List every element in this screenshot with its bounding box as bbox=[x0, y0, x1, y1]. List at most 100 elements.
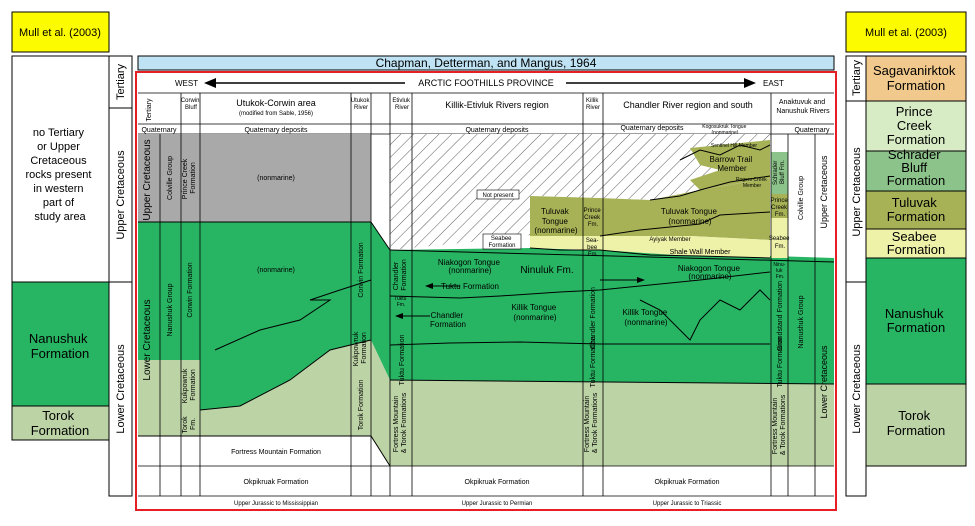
corwin-formation-utukok: Corwin Formation bbox=[358, 242, 365, 297]
gray-upper-cretaceous-fill bbox=[138, 134, 371, 222]
main-red-border bbox=[135, 71, 837, 511]
nanushuk-anaktuvuk: Nanushuk Group bbox=[798, 295, 805, 348]
barrow-trail: Barrow Trail Member bbox=[710, 155, 755, 173]
right-nanushuk-box bbox=[865, 257, 967, 385]
right-seabee-text: Seabee Formation bbox=[887, 229, 946, 257]
hdr-utukok-area: Utukok-Corwin area bbox=[236, 98, 316, 108]
quat-deposits-1: Quaternary deposits bbox=[244, 127, 308, 134]
lower-cret-anaktuvuk: Lower Cretaceous bbox=[819, 345, 829, 419]
formation-fills bbox=[138, 134, 834, 466]
right-badge-box bbox=[845, 11, 967, 53]
west-label: WEST bbox=[175, 79, 198, 88]
tuktu-killik: Tuktu Formation bbox=[590, 337, 597, 388]
right-age-upper: Upper Cretaceous bbox=[851, 147, 863, 237]
left-torok-box bbox=[11, 405, 110, 441]
horizontal-labels: (nonmarine) (nonmarine) Not present Seab… bbox=[231, 143, 768, 507]
sentinel-hill: Sentinel Hill Member bbox=[711, 143, 757, 149]
province-label: ARCTIC FOOTHILLS PROVINCE bbox=[418, 78, 554, 88]
hdr-killik-region: Killik-Etivluk Rivers region bbox=[445, 100, 549, 110]
right-schrader-box bbox=[865, 150, 967, 192]
hdr-corwin-bluff: Corwin Bluff bbox=[181, 98, 201, 111]
kogosukruk-label: Kogosukruk Tongue (nonmarine) bbox=[702, 124, 748, 136]
rogers-creek: Rogers Creek Member bbox=[736, 177, 768, 189]
corwin-formation: Corwin Formation bbox=[187, 262, 194, 317]
niakogon-east: Niakogon Tongue (nonmarine) bbox=[678, 264, 742, 281]
fortress-torok-anaktuvuk: Fortress Mountain & Torok Formations bbox=[772, 394, 787, 455]
right-seabee-box bbox=[865, 228, 967, 259]
base-east: Upper Jurassic to Triassic bbox=[653, 501, 722, 507]
fortress-mountain-label: Fortress Mountain Formation bbox=[231, 449, 321, 456]
right-nanushuk-text: Nanushuk Formation bbox=[885, 306, 947, 335]
hdr-utukok-modified: (modified from Sable, 1956) bbox=[239, 111, 313, 117]
hdr-killik-river: Killik River bbox=[586, 98, 600, 111]
right-schrader-text: Schrader Bluff Formation bbox=[887, 147, 946, 188]
tuktu-formation-label: Tuktu Formation bbox=[441, 282, 499, 291]
okpikruak-west: Okpikruak Formation bbox=[244, 479, 309, 486]
left-no-rocks-box bbox=[11, 55, 110, 283]
nonmarine-green: (nonmarine) bbox=[257, 267, 295, 274]
left-age-column bbox=[108, 55, 133, 497]
ayiyak-member: Ayiyak Member bbox=[649, 237, 690, 243]
main-chart: Chapman, Detterman, and Mangus, 1964 WES… bbox=[135, 55, 837, 511]
left-nanushuk-text: Nanushuk Formation bbox=[29, 331, 91, 361]
right-badge-text: Mull et al. (2003) bbox=[865, 27, 947, 39]
basement-rows bbox=[138, 435, 834, 497]
chandler-etivluk: Chandler Formation bbox=[393, 259, 408, 291]
hdr-etivluk-river: Etivluk River bbox=[392, 98, 411, 111]
hdr-utukok-river: Utukok River bbox=[351, 98, 371, 111]
right-age-tertiary: Tertiary bbox=[851, 59, 863, 96]
colville-anaktuvuk: Colville Group bbox=[798, 176, 805, 220]
base-mid: Upper Jurassic to Permian bbox=[462, 501, 533, 507]
torok-fill bbox=[138, 340, 834, 466]
kukpowruk-utukok: Kukpowruk Formation bbox=[353, 330, 368, 367]
main-upper-cret: Upper Cretaceous bbox=[142, 139, 153, 220]
right-torok-text: Torok Formation bbox=[887, 408, 946, 438]
prince-creek-killik: Prince Creek Fm. bbox=[584, 208, 603, 228]
nonmarine-gray: (nonmarine) bbox=[257, 175, 295, 182]
left-age-upper: Upper Cretaceous bbox=[115, 150, 127, 240]
okpikruak-east: Okpikruak Formation bbox=[655, 479, 720, 486]
not-present-label: Not present bbox=[482, 193, 513, 199]
right-sagavanirktok-text: Sagavanirktok Formation bbox=[873, 63, 959, 93]
quaternary-left: Quaternary bbox=[141, 127, 177, 134]
ninuluk-label: Ninuluk Fm. bbox=[520, 265, 573, 276]
left-age-tertiary: Tertiary bbox=[115, 63, 127, 100]
tuluvak-tongue-east: Tuluvak Tongue (nonmarine) bbox=[661, 207, 719, 226]
seabee-anaktuvuk: Seabee Fm. bbox=[769, 236, 791, 250]
killik-tongue-east: Killik Tongue (nonmarine) bbox=[622, 308, 669, 327]
torok-formation-utukok: Torok Formation bbox=[358, 380, 365, 431]
left-torok-text: Torok Formation bbox=[31, 408, 90, 438]
seabee-formation-label: Seabee Formation bbox=[488, 236, 515, 249]
torok-fm-left: Torok Fm. bbox=[182, 414, 197, 433]
hdr-anaktuvuk: Anaktuvuk and Nanushuk Rivers bbox=[776, 99, 830, 115]
chandler-formation-label: Chandler Formation bbox=[430, 311, 466, 329]
colville-group: Colville Group bbox=[167, 156, 174, 200]
seabee-killik: Sea- bee Fm. bbox=[586, 238, 600, 258]
column-headers: Corwin Bluff Utukok-Corwin area (modifie… bbox=[138, 92, 834, 117]
interfingering-lines bbox=[138, 144, 835, 467]
right-prince-creek-box bbox=[865, 100, 967, 152]
not-present-hatch bbox=[390, 134, 650, 250]
prince-anaktuvuk: Prince Creek Fm. bbox=[771, 198, 790, 218]
grandstand-anaktuvuk: Grandstand Formation bbox=[777, 281, 784, 351]
main-lower-cret: Lower Cretaceous bbox=[142, 299, 153, 380]
seabee-fill bbox=[530, 236, 770, 258]
anaktuvuk-prince-fill bbox=[771, 194, 788, 218]
tongue-arrows bbox=[395, 277, 645, 319]
right-sagavanirktok-box bbox=[865, 55, 967, 102]
right-prince-creek-text: Prince Creek Formation bbox=[887, 104, 946, 147]
okpikruak-mid: Okpikruak Formation bbox=[465, 479, 530, 486]
left-age-lower: Lower Cretaceous bbox=[115, 344, 127, 434]
shale-wall-member: Shale Wall Member bbox=[670, 249, 731, 256]
right-tuluvak-text: Tuluvak Formation bbox=[887, 195, 946, 224]
base-west: Upper Jurassic to Mississippian bbox=[234, 501, 318, 507]
fortress-torok-killik: Fortress Mountain & Torok Formations bbox=[584, 392, 599, 453]
main-title: Chapman, Detterman, and Mangus, 1964 bbox=[376, 56, 597, 70]
tuluvak-tongue-west: Tuluvak Tongue (nonmarine) bbox=[534, 207, 577, 235]
left-badge-box bbox=[11, 11, 110, 53]
quaternary-right: Quaternary bbox=[794, 127, 830, 134]
kukpowruk-left: Kukpowruk Formation bbox=[182, 367, 197, 404]
left-column: Mull et al. (2003) no Tertiary or Upper … bbox=[11, 11, 133, 497]
prince-creek-form: Prince Creek Formation bbox=[182, 157, 197, 199]
